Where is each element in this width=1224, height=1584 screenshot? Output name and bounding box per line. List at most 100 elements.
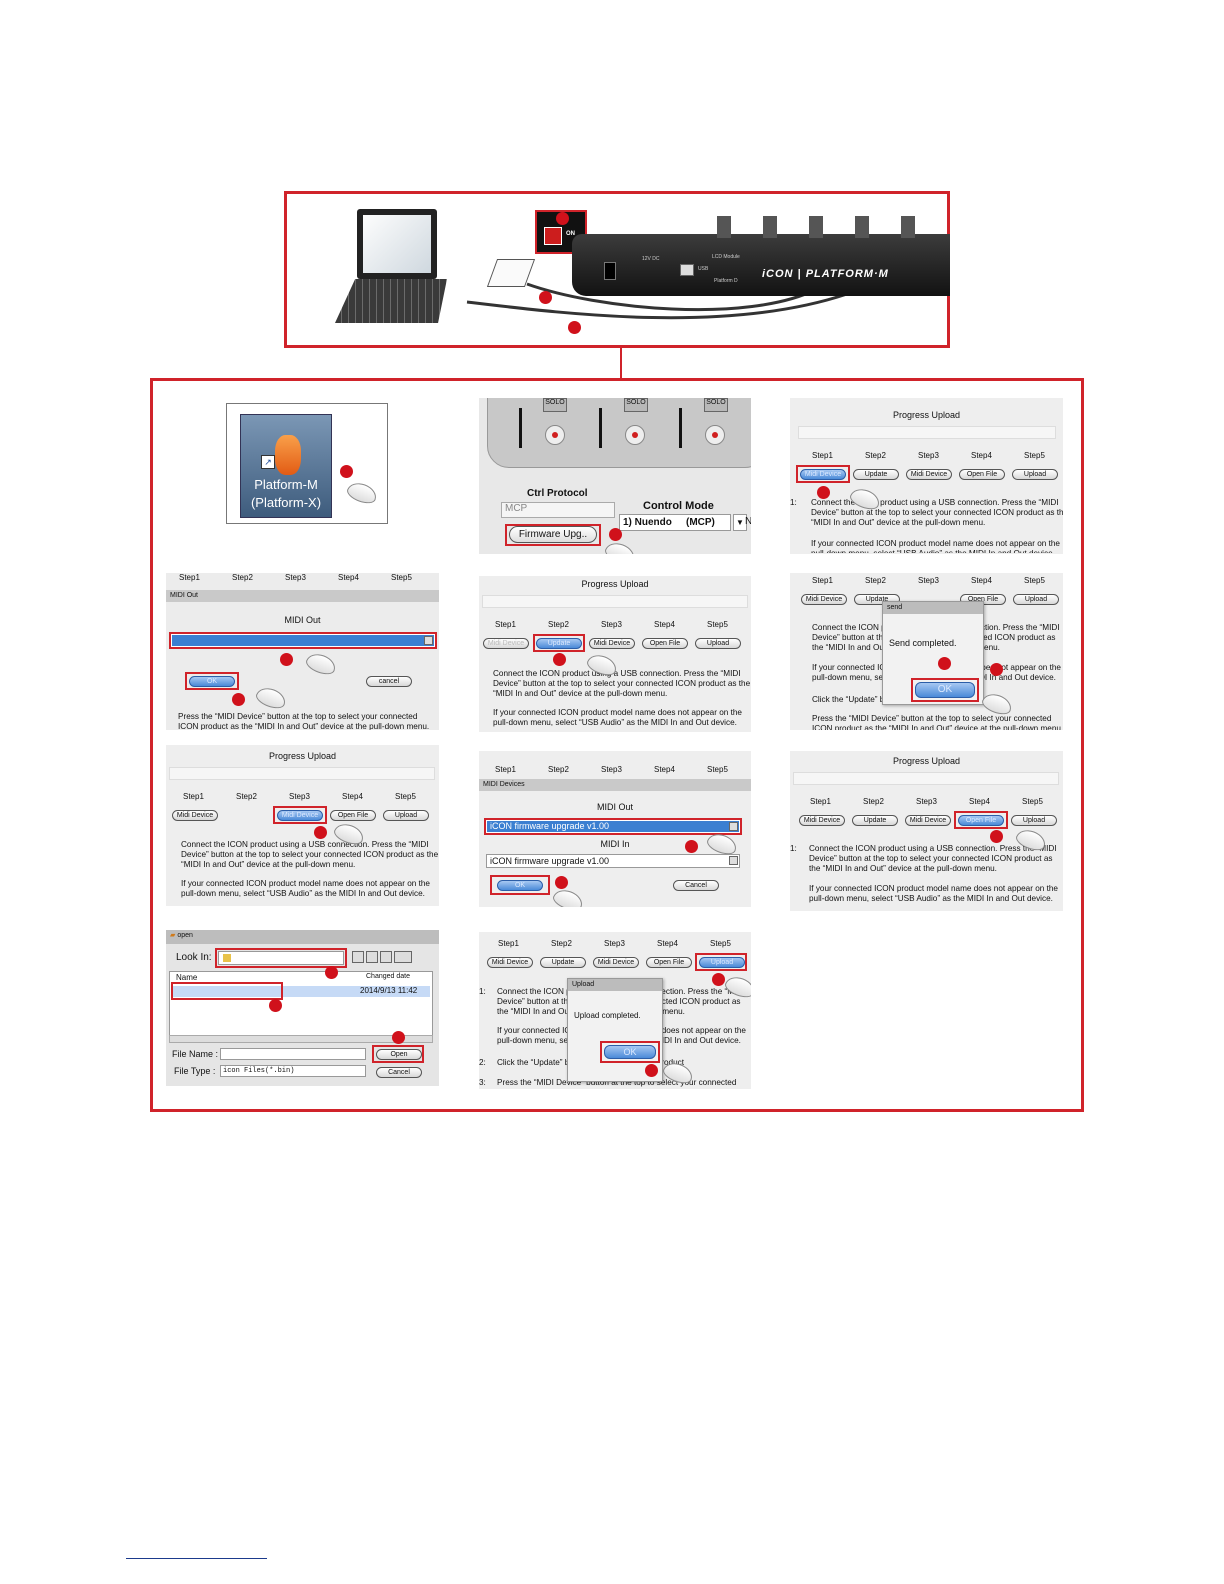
upload-completed-panel: Step1 Step2 Step3 Step4 Step5 Midi Devic… [479, 932, 751, 1089]
ok-button[interactable]: OK [189, 676, 235, 687]
dialog-header: MIDI Devices [479, 779, 751, 791]
dropdown-arrow-icon[interactable] [424, 636, 433, 645]
look-in-select[interactable] [218, 951, 344, 965]
solo-button[interactable]: SOLO [624, 398, 648, 412]
record-button[interactable] [545, 425, 565, 445]
mouse-cursor-icon [602, 539, 638, 554]
step-label: Step4 [969, 797, 990, 806]
midi-in-select[interactable]: iCON firmware upgrade v1.00 [486, 854, 740, 868]
midi-device-button[interactable]: Midi Device [172, 810, 218, 821]
solo-button[interactable]: SOLO [704, 398, 728, 412]
midi-device-button-2[interactable]: Midi Device [277, 810, 323, 821]
midi-out-select[interactable]: iCON firmware upgrade v1.00 [486, 820, 740, 833]
midi-device-button[interactable]: Midi Device [799, 815, 845, 826]
step-label: Step2 [865, 451, 886, 460]
step-label: Step2 [551, 939, 572, 948]
upload-button[interactable]: Upload [1011, 815, 1057, 826]
midi-out-label: MIDI Out [596, 802, 633, 812]
solo-button[interactable]: SOLO [543, 398, 567, 412]
file-type-select[interactable]: icon Files(*.bin) [220, 1065, 366, 1077]
midi-device-button[interactable]: Midi Device [487, 957, 533, 968]
midi-device-button-2[interactable]: Midi Device [906, 469, 952, 480]
step-label: Step3 [289, 792, 310, 801]
control-mode-select[interactable]: 1) Nuendo (MCP) [619, 514, 731, 531]
dialog-title: send [883, 602, 983, 614]
step-marker [314, 826, 327, 839]
ok-button[interactable]: OK [497, 880, 543, 891]
home-icon[interactable] [366, 951, 378, 963]
midi-device-button-2[interactable]: Midi Device [589, 638, 635, 649]
column-header-date[interactable]: Changed date [366, 973, 410, 980]
ok-button[interactable]: OK [604, 1045, 656, 1059]
fader[interactable] [679, 408, 682, 448]
open-file-button[interactable]: Open File [646, 957, 692, 968]
update-button[interactable]: Update [852, 815, 898, 826]
step-label: Step3 [285, 573, 306, 582]
midi-out-select[interactable] [171, 634, 435, 647]
send-completed-panel: Step1 Step2 Step3 Step4 Step5 Midi Devic… [790, 573, 1063, 730]
new-folder-icon[interactable] [380, 951, 392, 963]
fader[interactable] [599, 408, 602, 448]
midi-device-button[interactable]: Midi Device [800, 469, 846, 480]
record-button[interactable] [705, 425, 725, 445]
update-button[interactable]: Update [854, 594, 900, 605]
upload-button[interactable]: Upload [1013, 594, 1059, 605]
record-button[interactable] [625, 425, 645, 445]
cancel-button[interactable]: cancel [366, 676, 412, 687]
platform-app-icon [275, 435, 301, 475]
step-label: Step3 [601, 765, 622, 774]
window-title: Progress Upload [892, 410, 961, 420]
cancel-button[interactable]: Cancel [376, 1067, 422, 1078]
instruction-text: Press the “MIDI Device” button at the to… [497, 1078, 737, 1087]
instruction-text: If your connected ICON product model nam… [809, 884, 1058, 903]
mode-dropdown-button[interactable]: ▼ [733, 514, 747, 531]
midi-device-button-2[interactable]: Midi Device [905, 815, 951, 826]
step-label: Step5 [1024, 576, 1045, 585]
column-header-name[interactable]: Name [176, 973, 198, 982]
dialog-title: Upload [568, 979, 662, 991]
file-name-input[interactable] [220, 1048, 366, 1060]
step-label: Step5 [391, 573, 412, 582]
lcd-module-label: LCD Module [712, 254, 740, 260]
midi-devices-panel: Step1 Step2 Step3 Step4 Step5 MIDI Devic… [479, 751, 751, 907]
firmware-upgrade-button[interactable]: Firmware Upg.. [509, 526, 597, 543]
mouse-cursor-icon [344, 479, 380, 507]
midi-device-button[interactable]: Midi Device [483, 638, 529, 649]
step-marker [556, 212, 569, 225]
midi-device-button[interactable]: Midi Device [801, 594, 847, 605]
table-row[interactable]: 2014/9/13 11:42 [172, 986, 430, 997]
open-button[interactable]: Open [376, 1049, 422, 1060]
cancel-button[interactable]: Cancel [673, 880, 719, 891]
open-file-button[interactable]: Open File [958, 815, 1004, 826]
up-folder-icon[interactable] [352, 951, 364, 963]
open-file-button[interactable]: Open File [330, 810, 376, 821]
upload-button[interactable]: Upload [1012, 469, 1058, 480]
dropdown-arrow-icon[interactable] [729, 856, 738, 865]
step-label: Step4 [654, 620, 675, 629]
midi-device-button-2[interactable]: Midi Device [593, 957, 639, 968]
fader[interactable] [519, 408, 522, 448]
progress-bar [482, 595, 748, 608]
open-file-button[interactable]: Open File [959, 469, 1005, 480]
ok-button[interactable]: OK [915, 682, 975, 698]
update-button[interactable]: Update [853, 469, 899, 480]
file-name-label: File Name : [172, 1049, 219, 1059]
desktop-shortcut[interactable]: ↗ Platform-M (Platform-X) [240, 414, 332, 518]
protocol-select[interactable]: MCP [501, 502, 615, 518]
usb-label: USB [698, 266, 709, 272]
view-icon[interactable] [394, 951, 412, 963]
highlight-box [215, 948, 347, 968]
horizontal-scrollbar[interactable] [169, 1035, 433, 1043]
upload-button[interactable]: Upload [695, 638, 741, 649]
step-marker [232, 693, 245, 706]
open-file-button[interactable]: Open File [642, 638, 688, 649]
upload-button[interactable]: Upload [699, 957, 745, 968]
usb-port [680, 264, 694, 276]
midi-in-label: MIDI In [600, 839, 630, 849]
upload-button[interactable]: Upload [383, 810, 429, 821]
update-button[interactable]: Update [540, 957, 586, 968]
step-label: Step4 [338, 573, 359, 582]
dropdown-arrow-icon[interactable] [729, 822, 738, 831]
update-button[interactable]: Update [536, 638, 582, 649]
step-label: Step3 [916, 797, 937, 806]
